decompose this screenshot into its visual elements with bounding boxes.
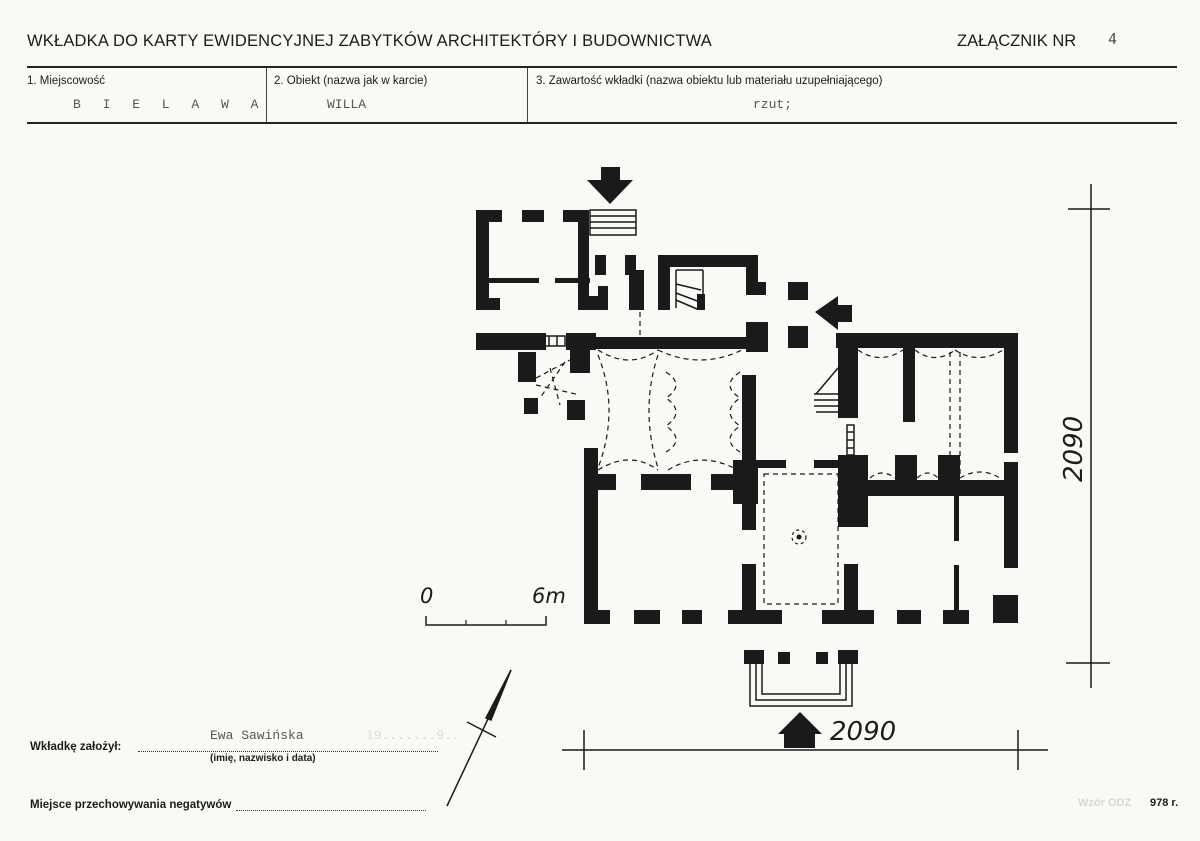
plan-entrance-arrows: [587, 167, 852, 748]
form-title: WKŁADKA DO KARTY EWIDENCYJNEJ ZABYTKÓW A…: [27, 32, 713, 50]
author-date: 19.......9..: [366, 728, 460, 743]
annex-number: 4: [1108, 30, 1118, 48]
author-hint: (imię, nazwisko i data): [210, 753, 316, 764]
negatives-label: Miejsce przechowywania negatywów: [30, 799, 232, 811]
author-value: Ewa Sawińska: [210, 728, 304, 743]
object-label: 2. Obiekt (nazwa jak w karcie): [274, 75, 428, 87]
author-dotted-line: [138, 751, 438, 752]
plan-vaults: [535, 312, 1004, 605]
annex-label: ZAŁĄCZNIK NR: [957, 32, 1077, 50]
form-year: 978 r.: [1150, 797, 1179, 809]
dim-horizontal-label: 2090: [830, 717, 896, 747]
field-divider-2: [527, 68, 528, 122]
header-rule-top: [27, 66, 1177, 68]
content-label: 3. Zawartość wkładki (nazwa obiektu lub …: [536, 75, 883, 87]
content-value: rzut;: [753, 97, 793, 112]
plan-walls: [476, 210, 1018, 664]
author-label: Wkładkę założył:: [30, 741, 122, 753]
object-value: WILLA: [327, 97, 367, 112]
form-code: Wzór ODZ: [1078, 797, 1132, 809]
north-arrow-icon: [446, 669, 512, 807]
header-rule-bottom: [27, 122, 1177, 124]
plan-dimensions: 2090 2090: [562, 184, 1110, 770]
dim-vertical-label: 2090: [1059, 416, 1089, 482]
locality-label: 1. Miejscowość: [27, 75, 105, 87]
plan-scale-bar: 0 6m: [420, 584, 566, 626]
locality-value: B I E L A W A: [73, 97, 266, 112]
negatives-dotted-line: [236, 810, 426, 811]
scale-end-label: 6m: [532, 584, 566, 608]
plan-stairs-and-steps: [542, 209, 855, 707]
scale-zero-label: 0: [420, 584, 433, 608]
field-divider-1: [266, 68, 267, 122]
